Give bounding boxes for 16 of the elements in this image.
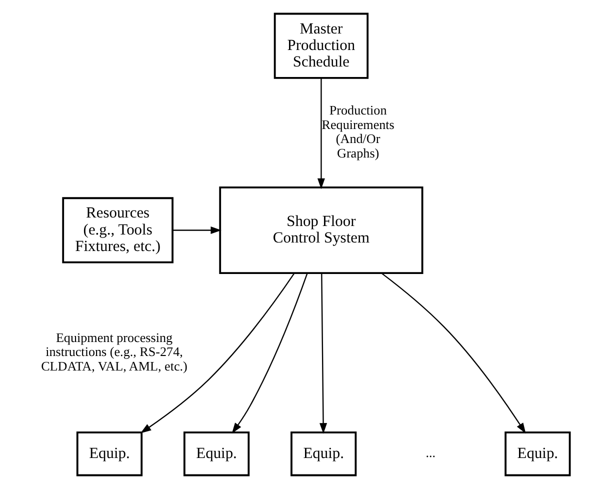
node-box: Equip. (182, 430, 250, 476)
node-box: Equip. (76, 430, 142, 476)
arrow (140, 272, 294, 433)
arrow (316, 78, 324, 189)
node-box: Shop Floor Control System (218, 186, 423, 274)
label: ... (425, 444, 436, 460)
node-box: Master Production Schedule (273, 12, 368, 78)
edge-label: Production Requirements (And/Or Graphs) (321, 102, 394, 160)
arrow (172, 226, 221, 234)
arrow (380, 272, 526, 434)
arrow (231, 272, 308, 434)
node-box: Equip. (504, 430, 570, 476)
arrow (319, 273, 327, 434)
node-box: Resources (e.g., Tools Fixtures, etc.) (62, 196, 173, 263)
label: Equipment processing instructions (e.g., RS-274, CLDATA, VAL, AML, etc.) (40, 329, 187, 373)
node-box: Equip. (290, 430, 356, 476)
